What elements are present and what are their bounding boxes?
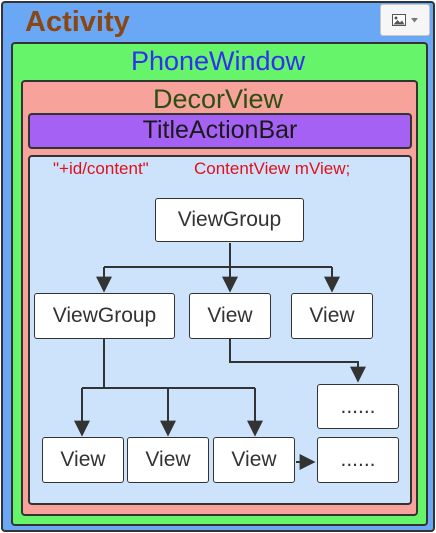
chevron-down-icon xyxy=(411,17,418,23)
activity-label: Activity xyxy=(25,6,130,38)
root-viewgroup-node: ViewGroup xyxy=(155,198,304,242)
content-id-label: "+id/content" xyxy=(53,159,149,178)
image-icon xyxy=(392,14,406,26)
title-action-bar xyxy=(28,113,412,149)
level1-view-node-1: View xyxy=(189,293,271,339)
leaf-view-node-3: View xyxy=(213,437,295,483)
decor-view-label: DecorView xyxy=(152,84,284,114)
leaf-view-node-2: View xyxy=(127,437,209,483)
level1-view-node-2: View xyxy=(291,293,373,339)
phone-window-label: PhoneWindow xyxy=(130,46,306,76)
leaf-view-node-1: View xyxy=(42,437,124,483)
image-options-button[interactable] xyxy=(380,4,430,36)
more-node-2: ...... xyxy=(317,437,399,483)
content-view-label: ContentView mView; xyxy=(194,159,351,178)
connector-view-to-more xyxy=(229,339,366,383)
more-node-1: ...... xyxy=(317,384,399,429)
title-action-bar-label: TitleActionBar xyxy=(142,116,298,144)
level1-viewgroup-node: ViewGroup xyxy=(34,293,175,339)
